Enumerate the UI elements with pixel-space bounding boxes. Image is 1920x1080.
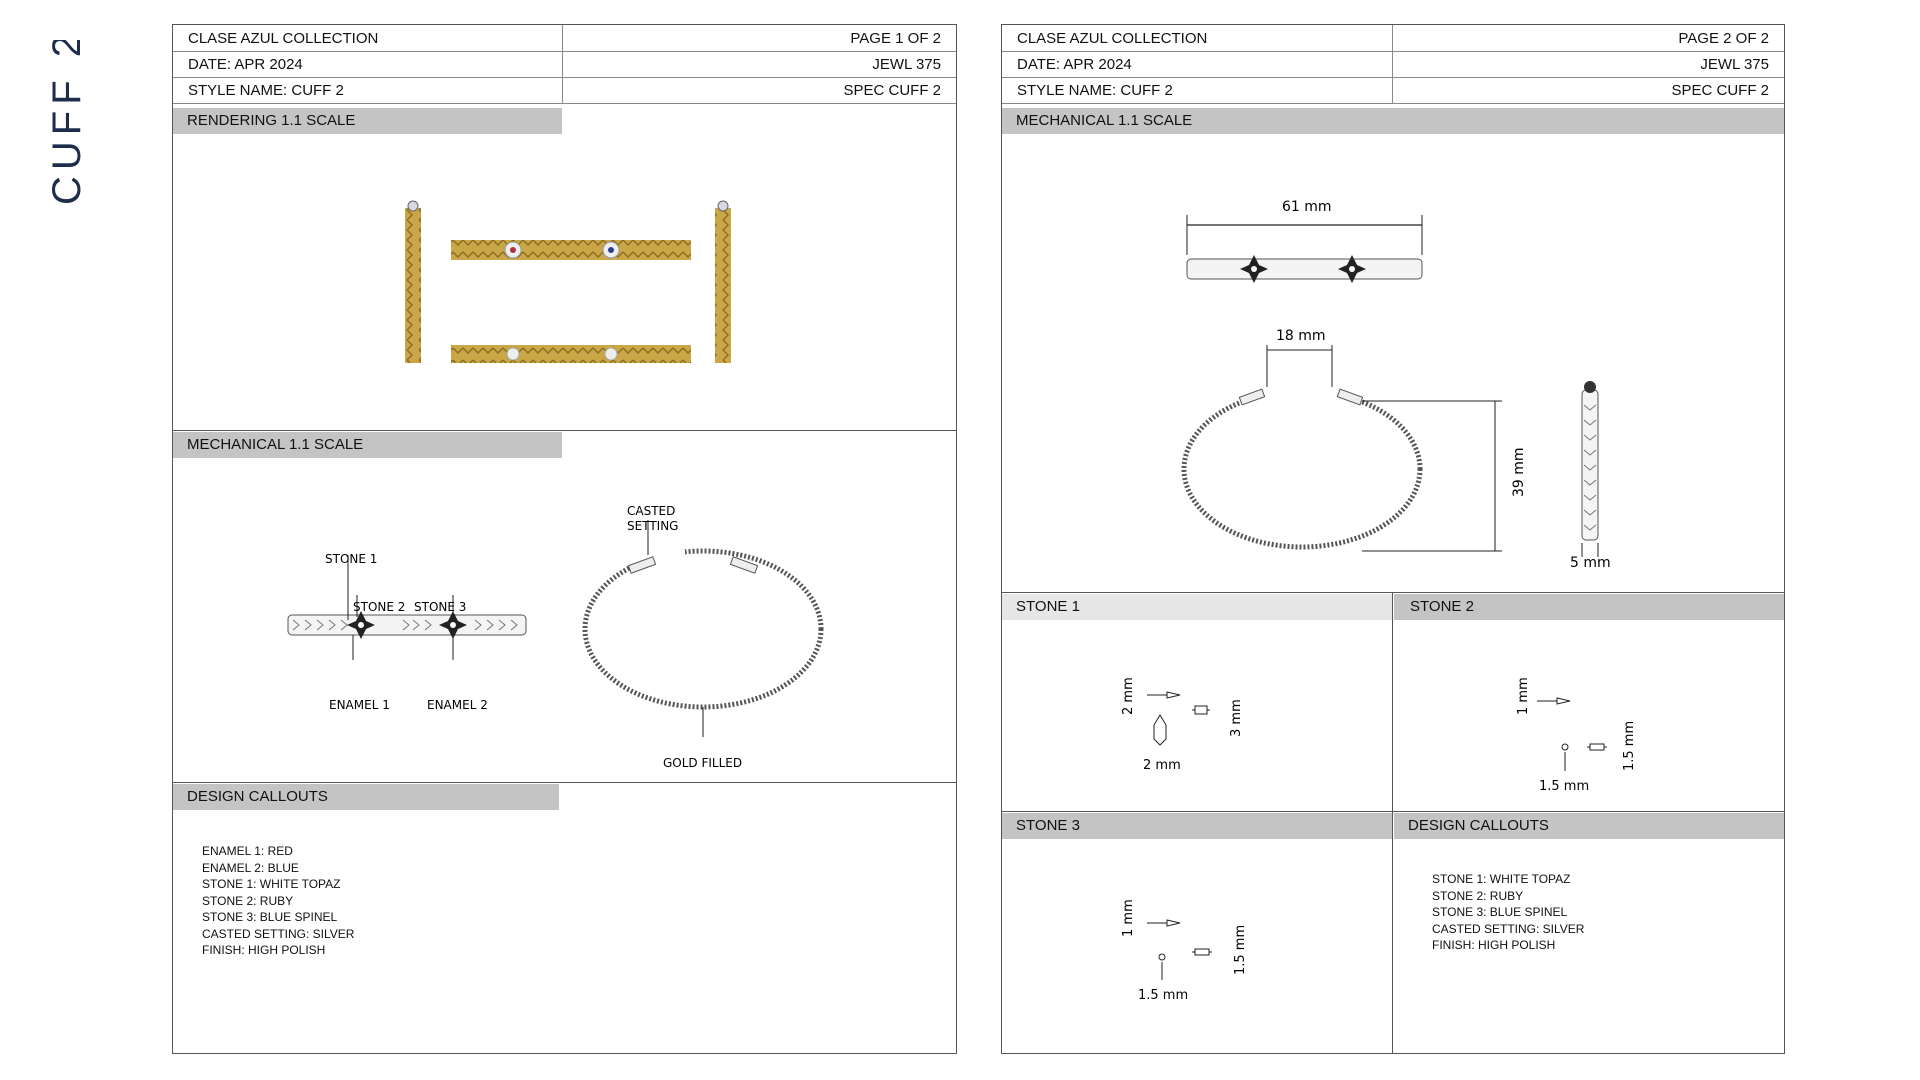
section-label-mechanical: MECHANICAL 1.1 SCALE	[1002, 108, 1784, 134]
page-number: PAGE 1 OF 2	[850, 30, 941, 47]
stone-1-dim-c: 2 mm	[1143, 758, 1181, 773]
section-label-stone-2: STONE 2	[1394, 594, 1784, 620]
spec-name: SPEC CUFF 2	[1671, 82, 1769, 99]
callout-item: CASTED SETTING: SILVER	[202, 926, 355, 941]
callout-item: CASTED SETTING: SILVER	[1432, 921, 1585, 936]
header-row-date: DATE: APR 2024 JEWL 375	[1002, 51, 1784, 78]
callout-item: STONE 3: BLUE SPINEL	[1432, 905, 1568, 919]
section-label-stone-1: STONE 1	[1002, 594, 1392, 620]
label-stone-3: STONE 3	[414, 600, 466, 614]
section-label-stone-3: STONE 3	[1002, 813, 1392, 839]
design-callouts-list: ENAMEL 1: RED ENAMEL 2: BLUE STONE 1: WH…	[202, 843, 354, 959]
dim-height: 39 mm	[1511, 447, 1527, 497]
collection-name: CLASE AZUL COLLECTION	[1017, 30, 1208, 47]
section-label-rendering: RENDERING 1.1 SCALE	[173, 108, 562, 134]
stone-2-dim-b: 1.5 mm	[1622, 721, 1637, 771]
callout-item: STONE 2: RUBY	[202, 893, 294, 908]
stone-3-dim-b: 1.5 mm	[1233, 925, 1248, 975]
label-casted-2: SETTING	[627, 519, 678, 533]
callout-item: STONE 3: BLUE SPINEL	[202, 910, 338, 924]
header-row-style: STYLE NAME: CUFF 2 SPEC CUFF 2	[173, 77, 956, 104]
callout-item: STONE 1: WHITE TOPAZ	[202, 877, 341, 891]
label-enamel-2: ENAMEL 2	[427, 698, 488, 712]
stone-1-drawing: 2 mm 3 mm 2 mm	[1121, 677, 1244, 773]
item-code: JEWL 375	[1700, 56, 1769, 73]
label-gold-filled: GOLD FILLED	[663, 756, 742, 770]
collection-name: CLASE AZUL COLLECTION	[188, 30, 379, 47]
stone-3-dim-c: 1.5 mm	[1138, 988, 1188, 1003]
spec-sheet-page-1: CLASE AZUL COLLECTION PAGE 1 OF 2 DATE: …	[172, 24, 957, 1054]
dim-opening: 18 mm	[1276, 328, 1326, 344]
side-title: CUFF 2	[8, 29, 113, 220]
style-name: STYLE NAME: CUFF 2	[188, 82, 344, 99]
label-stone-2: STONE 2	[353, 600, 405, 614]
dim-width: 61 mm	[1282, 199, 1332, 215]
label-stone-1: STONE 1	[325, 552, 377, 566]
page-number: PAGE 2 OF 2	[1678, 30, 1769, 47]
item-code: JEWL 375	[872, 56, 941, 73]
spec-sheet-page-2: CLASE AZUL COLLECTION PAGE 2 OF 2 DATE: …	[1001, 24, 1785, 1054]
callout-item: ENAMEL 1: RED	[202, 844, 293, 858]
header-row-collection: CLASE AZUL COLLECTION PAGE 1 OF 2	[173, 25, 956, 52]
stone-2-dim-c: 1.5 mm	[1539, 779, 1589, 794]
stone-2-drawing: 1 mm 1.5 mm 1.5 mm	[1516, 677, 1637, 794]
label-casted-1: CASTED	[627, 504, 675, 518]
side-title-text: CUFF 2	[45, 40, 89, 205]
section-label-design-callouts: DESIGN CALLOUTS	[1394, 813, 1784, 839]
date-label: DATE: APR 2024	[188, 56, 303, 73]
stone-1-dim-a: 2 mm	[1121, 677, 1136, 715]
stone-2-dim-a: 1 mm	[1516, 677, 1531, 715]
style-name: STYLE NAME: CUFF 2	[1017, 82, 1173, 99]
spec-name: SPEC CUFF 2	[843, 82, 941, 99]
rendering-image	[405, 200, 731, 363]
section-label-mechanical: MECHANICAL 1.1 SCALE	[173, 432, 562, 458]
stone-3-dim-a: 1 mm	[1121, 899, 1136, 937]
header-row-style: STYLE NAME: CUFF 2 SPEC CUFF 2	[1002, 77, 1784, 104]
callout-item: FINISH: HIGH POLISH	[1432, 938, 1556, 952]
dim-thickness: 5 mm	[1570, 555, 1611, 571]
callout-item: ENAMEL 2: BLUE	[202, 860, 299, 875]
stone-3-drawing: 1 mm 1.5 mm 1.5 mm	[1121, 899, 1248, 1003]
callout-item: STONE 1: WHITE TOPAZ	[1432, 872, 1571, 886]
design-callouts-list: STONE 1: WHITE TOPAZ STONE 2: RUBY STONE…	[1432, 871, 1584, 954]
header-row-date: DATE: APR 2024 JEWL 375	[173, 51, 956, 78]
callout-item: STONE 2: RUBY	[1432, 888, 1524, 903]
callout-item: FINISH: HIGH POLISH	[202, 943, 326, 957]
header-row-collection: CLASE AZUL COLLECTION PAGE 2 OF 2	[1002, 25, 1784, 52]
label-enamel-1: ENAMEL 1	[329, 698, 390, 712]
mechanical-drawing: STONE 1 STONE 2 STONE 3 ENAMEL 1 ENAMEL …	[287, 504, 824, 770]
date-label: DATE: APR 2024	[1017, 56, 1132, 73]
section-label-design-callouts: DESIGN CALLOUTS	[173, 784, 559, 810]
stone-1-dim-b: 3 mm	[1229, 699, 1244, 737]
dimension-drawing: 61 mm 18 mm 39 mm 5 mm	[1181, 199, 1611, 571]
